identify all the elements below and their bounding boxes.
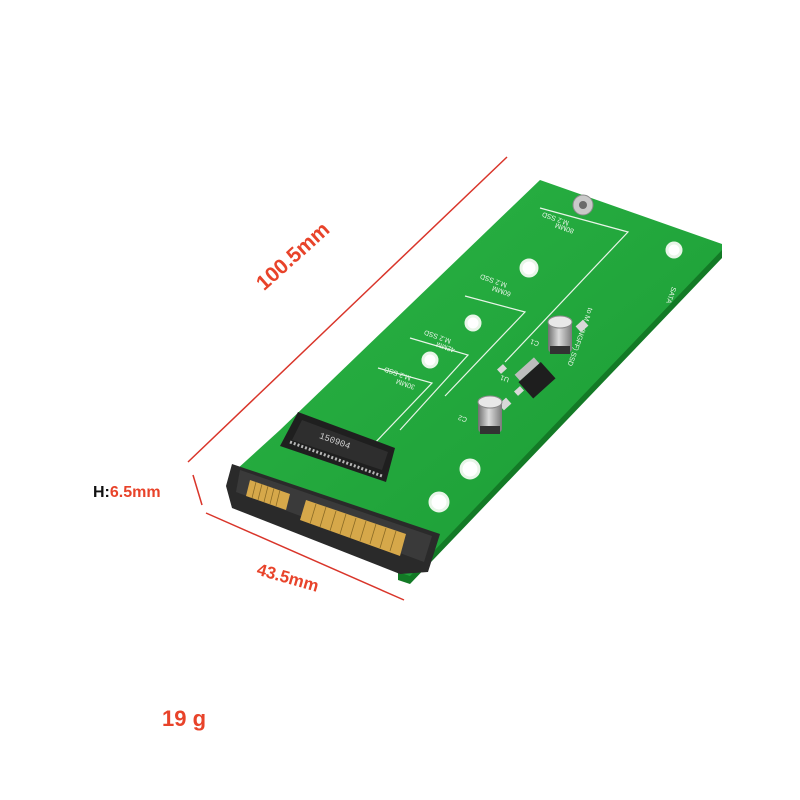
width-dimension-line bbox=[205, 512, 405, 601]
slot-silkscreen bbox=[371, 207, 630, 447]
voltage-regulator bbox=[514, 357, 556, 399]
height-dimension-line bbox=[192, 474, 203, 506]
slot-holes bbox=[421, 241, 683, 513]
cap1-label: C1 bbox=[529, 337, 540, 347]
pcb-body bbox=[230, 180, 722, 576]
reg-label: U1 bbox=[499, 373, 510, 383]
weight-label: 19 g bbox=[162, 706, 207, 731]
height-value: 6.5mm bbox=[109, 484, 161, 501]
sata-to-m2-adapter-board: 80MM M.2 SSD 60MM M.2 SSD 42MM M.2 SSD 3… bbox=[226, 180, 722, 584]
capacitor-c2 bbox=[477, 395, 503, 434]
sata-power-contacts bbox=[246, 480, 290, 510]
cap2-label: C2 bbox=[457, 413, 468, 423]
capacitor-c1 bbox=[547, 315, 573, 354]
height-prefix: H: bbox=[93, 484, 110, 501]
m2-socket: 150904 bbox=[280, 412, 395, 482]
height-label: H:6.5mm bbox=[93, 484, 161, 502]
sata-connector bbox=[226, 464, 440, 574]
length-dimension-line bbox=[187, 156, 508, 463]
